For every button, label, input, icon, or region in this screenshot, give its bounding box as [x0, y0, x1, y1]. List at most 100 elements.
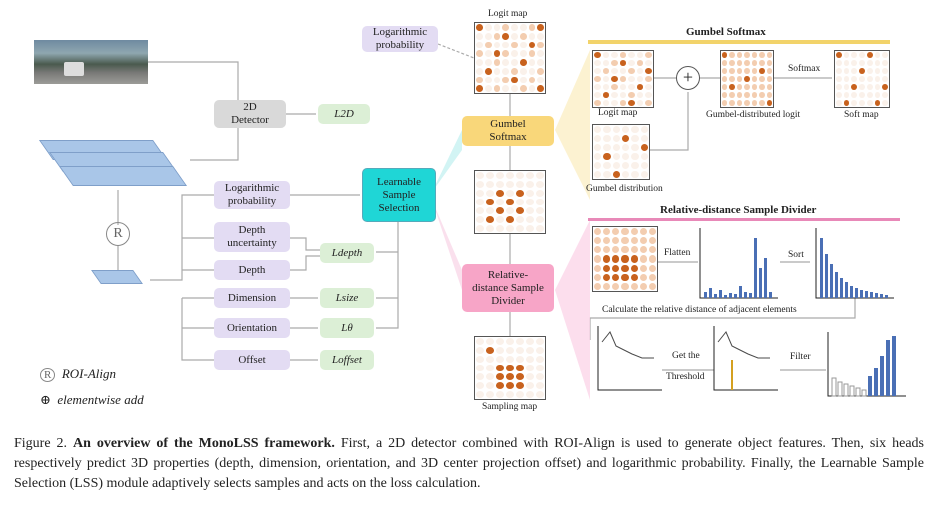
sampling-map-label: Sampling map [482, 402, 538, 412]
grid-cell [874, 52, 881, 58]
bar [744, 292, 747, 298]
grid-cell [736, 52, 743, 58]
grid-cell [874, 84, 881, 90]
grid-cell [611, 76, 618, 82]
grid-cell [476, 216, 484, 224]
grid-cell [636, 68, 644, 74]
grid-cell [851, 84, 858, 90]
grid-cell [645, 76, 652, 82]
bar [719, 290, 722, 298]
grid-cell [640, 144, 648, 151]
grid-cell [621, 282, 629, 290]
grid-cell [639, 255, 647, 263]
grid-cell [859, 92, 865, 98]
grid-cell [476, 50, 483, 57]
grid-cell [759, 84, 765, 90]
gumbel-title-bar [588, 40, 890, 44]
grid-cell [511, 41, 518, 49]
grid-cell [744, 52, 750, 58]
soft-map-label: Soft map [844, 110, 879, 120]
grid-cell [502, 59, 509, 66]
divider-title-bar [588, 218, 900, 221]
grid-cell [511, 50, 518, 57]
grid-cell [516, 373, 524, 381]
bar [885, 295, 888, 298]
grid-cell [628, 52, 635, 58]
grid-cell [506, 216, 514, 224]
grid-cell [519, 50, 527, 57]
gumbel-dist-label: Gumbel distribution [586, 184, 663, 194]
grid-cell [476, 32, 483, 40]
grid-cell [594, 255, 602, 263]
grid-cell [603, 228, 611, 236]
bar [835, 272, 838, 298]
grid-cell [621, 135, 630, 142]
log-prob-label: Logarithmic probability [362, 26, 438, 52]
threshold-label: Threshold [666, 372, 705, 382]
grid-cell [751, 76, 758, 82]
grid-cell [640, 153, 648, 160]
grid-cell [636, 60, 644, 66]
grid-cell [528, 59, 536, 66]
grid-cell [612, 273, 620, 281]
bar [759, 268, 762, 298]
grid-cell [736, 100, 743, 106]
grid-cell [506, 172, 514, 179]
grid-cell [506, 382, 514, 390]
grid-cell [744, 60, 750, 66]
grid-cell [639, 264, 647, 272]
grid-cell [528, 76, 536, 84]
grid-cell [645, 60, 652, 66]
grid-cell [484, 76, 492, 84]
grid-cell [621, 171, 630, 178]
bar [861, 389, 867, 397]
grid-cell [843, 100, 850, 106]
grid-cell [486, 346, 494, 354]
grid-cell [496, 373, 504, 381]
grid-cell [502, 41, 509, 49]
grid-cell [506, 225, 514, 232]
grid-cell [528, 41, 536, 49]
bar [860, 290, 863, 298]
grid-cell [594, 92, 601, 98]
grid-cell [603, 264, 611, 272]
grid-cell [594, 228, 602, 236]
grid-cell [628, 68, 635, 74]
grid-cell [496, 355, 504, 363]
grid-cell [612, 153, 620, 160]
grid-cell [519, 67, 527, 75]
grid-cell [486, 355, 494, 363]
grid-cell [594, 126, 602, 133]
grid-cell [611, 52, 618, 58]
grid-cell [766, 100, 772, 106]
sort-bar-chart [815, 228, 894, 299]
head-depth-uncertainty: Depth uncertainty [214, 222, 290, 252]
grid-cell [536, 207, 544, 215]
grid-cell [859, 60, 865, 66]
filter-bar-chart [827, 332, 906, 397]
grid-cell [648, 246, 656, 254]
bar [754, 238, 757, 298]
grid-cell [476, 67, 483, 75]
grid-cell [882, 68, 888, 74]
bar [874, 368, 878, 396]
grid-cell [594, 52, 601, 58]
grid-cell [502, 85, 509, 92]
grid-cell [516, 189, 524, 197]
grid-cell [621, 273, 629, 281]
head-dimension: Dimension [214, 288, 290, 308]
grid-cell [640, 126, 648, 133]
grid-cell [594, 264, 602, 272]
grid-cell [506, 364, 514, 372]
grid-cell [602, 92, 610, 98]
grid-cell [648, 237, 656, 245]
grid-cell [537, 67, 544, 75]
grid-cell [882, 92, 888, 98]
bar [880, 294, 883, 298]
detector-2d-box: 2D Detector [214, 100, 286, 128]
grid-cell [836, 84, 842, 90]
grid-cell [476, 225, 484, 232]
grid-cell [639, 282, 647, 290]
grid-cell [640, 135, 648, 142]
grid-cell [766, 84, 772, 90]
